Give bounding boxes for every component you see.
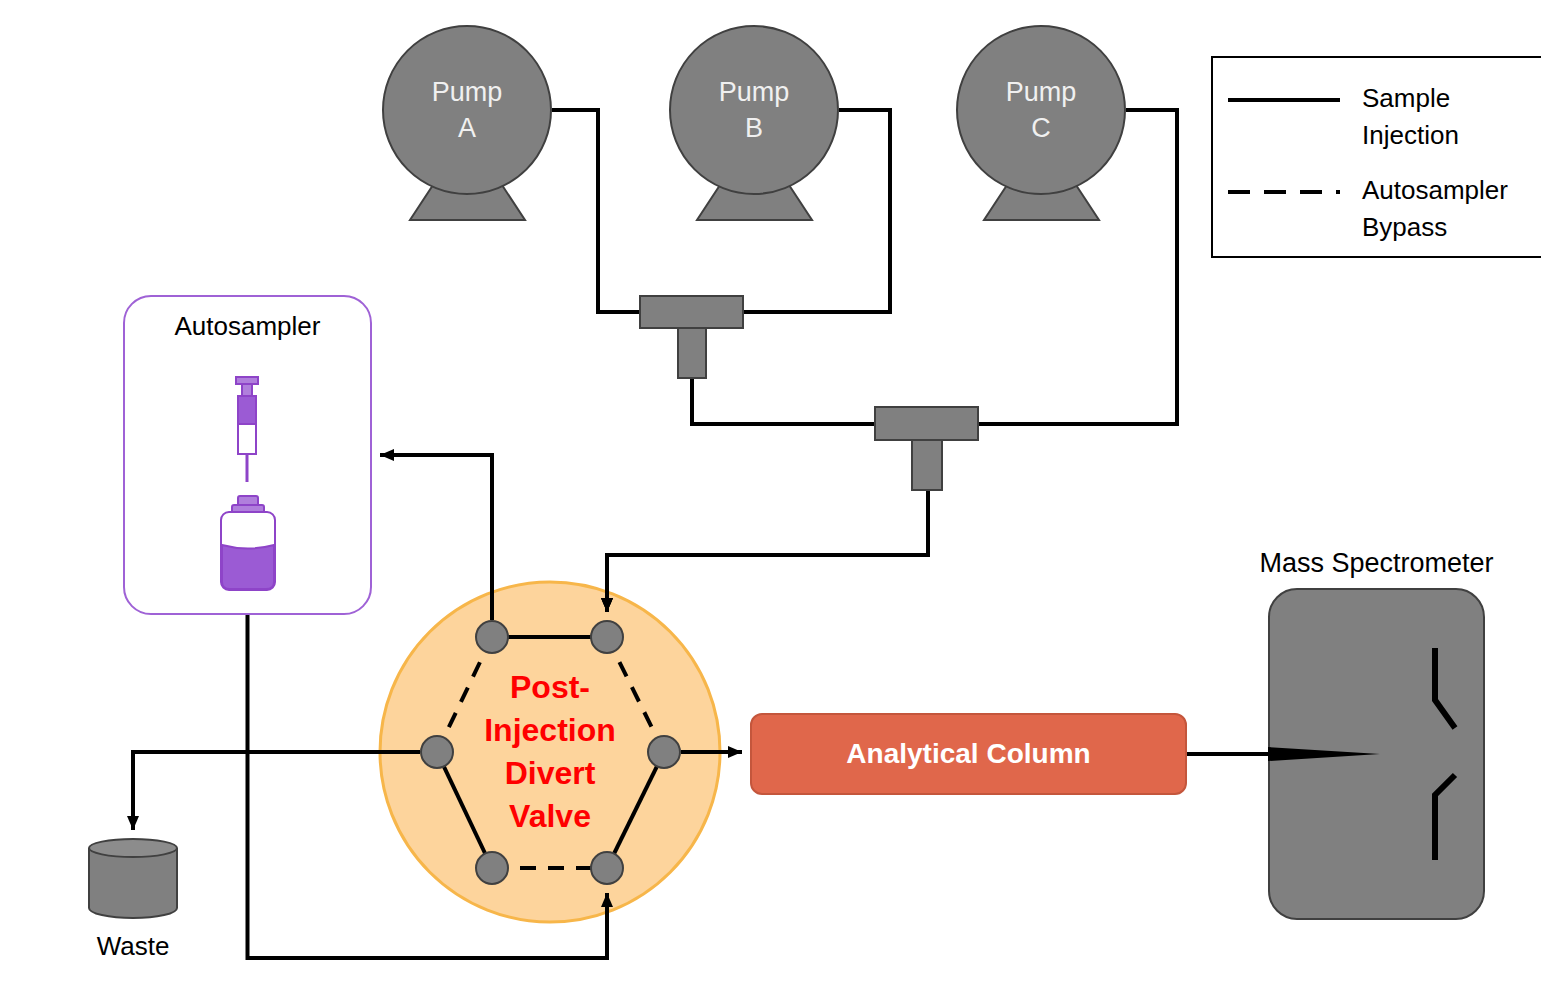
ion-optic	[1435, 648, 1455, 728]
syringe-barrel	[238, 396, 256, 454]
syringe-fill	[238, 396, 256, 424]
valve-body	[380, 582, 720, 922]
valve-port	[648, 736, 680, 768]
mass-spectrometer-label: Mass Spectrometer	[1228, 546, 1525, 580]
pump-outline	[382, 25, 552, 195]
pump-label: Pump C	[999, 74, 1083, 146]
valve-label: Post- Injection Divert Valve	[466, 666, 634, 838]
tee-connector	[640, 296, 743, 328]
pump: Pump C	[956, 25, 1126, 195]
tee-connector	[678, 326, 706, 378]
vial-liquid	[222, 545, 274, 589]
legend-sample	[1228, 98, 1340, 102]
mass-spectrometer-body	[1269, 589, 1484, 919]
mass-spectrometer: Mass Spectrometer	[1268, 588, 1485, 920]
flow-line	[607, 110, 1177, 612]
valve-port	[421, 736, 453, 768]
legend-sample	[1228, 190, 1340, 194]
flow-line	[380, 455, 492, 620]
autosampler-box: Autosampler	[123, 295, 372, 615]
pump-outline	[669, 25, 839, 195]
valve-port	[591, 621, 623, 653]
autosampler-label: Autosampler	[125, 309, 370, 343]
injection-channel	[607, 752, 664, 868]
flow-line	[133, 752, 420, 830]
syringe	[236, 377, 258, 482]
waste-label: Waste	[48, 930, 218, 962]
vial	[221, 496, 275, 590]
valve-port	[591, 852, 623, 884]
flow-line	[681, 750, 742, 754]
syringe-plunger	[236, 377, 258, 384]
legend-box	[1212, 57, 1541, 257]
syringe-needle	[246, 454, 249, 482]
valve-port	[476, 852, 508, 884]
flow-line	[1187, 752, 1268, 756]
pump-body	[957, 26, 1125, 194]
column-label: Analytical Column	[846, 737, 1090, 771]
tee-connector	[875, 407, 978, 440]
ms-optics	[1268, 588, 1485, 920]
bypass-channel	[437, 637, 492, 752]
legend-text: Sample Injection	[1362, 80, 1537, 154]
analytical-column: Analytical Column	[750, 713, 1187, 795]
legend-text: Autosampler Bypass	[1362, 172, 1537, 246]
pump: Pump A	[382, 25, 552, 195]
pump-label: Pump A	[425, 74, 509, 146]
tee-connector	[912, 438, 942, 490]
pump-body	[670, 26, 838, 194]
waste-top	[89, 839, 177, 857]
waste-container: Waste	[88, 838, 178, 918]
divert-valve: Post- Injection Divert Valve	[378, 580, 722, 924]
bypass-channel	[492, 866, 607, 870]
pump-outline	[956, 25, 1126, 195]
vial-body	[221, 512, 275, 590]
pump-body	[383, 26, 551, 194]
syringe-rod	[242, 384, 252, 396]
injection-channel	[492, 635, 607, 639]
ion-optic	[1435, 775, 1455, 860]
pump: Pump B	[669, 25, 839, 195]
waste-outline	[88, 838, 178, 918]
injection-channel	[437, 752, 492, 868]
valve-port	[476, 621, 508, 653]
valve-ports	[378, 580, 722, 924]
pump-label: Pump B	[712, 74, 796, 146]
waste-body	[89, 848, 177, 918]
